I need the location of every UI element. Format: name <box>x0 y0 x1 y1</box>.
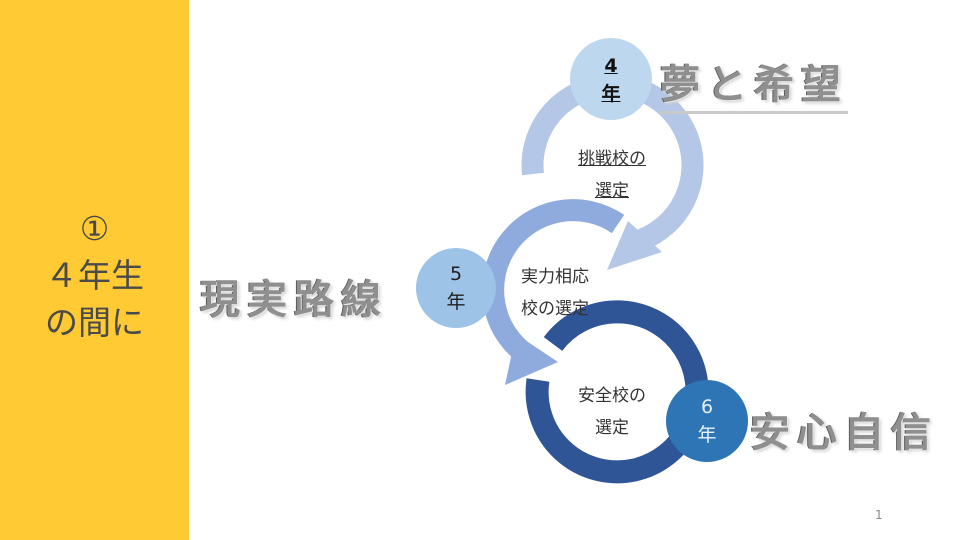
stage-6-label: 安全校の 選定 <box>552 380 672 444</box>
stage-4-grade-unit: 年 <box>601 83 621 105</box>
stage-4-label-line-1: 挑戦校の <box>578 149 646 169</box>
section-title-line-1: ４年生 <box>45 256 144 295</box>
stage-6-badge <box>666 380 748 462</box>
section-title: ① ４年生 の間に <box>0 205 189 346</box>
stage-6-grade-unit: 年 <box>697 424 717 446</box>
section-number: ① <box>79 209 110 248</box>
stage-4-motto: 夢と希望 <box>660 52 848 114</box>
stage-5-badge <box>416 248 496 328</box>
stage-4-label: 挑戦校の 選定 <box>552 143 672 207</box>
section-title-line-2: の間に <box>45 303 144 342</box>
stage-5-label-line-2: 校の選定 <box>521 299 589 319</box>
stage-6-badge-label: 6 年 <box>677 393 737 449</box>
stage-5-label-line-1: 実力相応 <box>521 267 589 287</box>
stage-5-arrowhead <box>505 334 558 385</box>
stage-5-ring <box>482 199 625 385</box>
stage-6-grade-number: 6 <box>700 396 714 418</box>
stage-5-grade-number: 5 <box>449 263 463 285</box>
sidebar-panel: ① ４年生 の間に <box>0 0 189 540</box>
stage-6-label-line-2: 選定 <box>595 418 629 438</box>
stage-5-motto: 現実路線 <box>200 276 388 323</box>
stage-6-label-line-1: 安全校の <box>578 386 646 406</box>
stage-4-grade-number: 4 <box>604 55 618 77</box>
stage-4-ring <box>521 74 704 270</box>
stage-4-arrowhead <box>607 221 662 270</box>
stage-5-grade-unit: 年 <box>446 291 466 313</box>
stage-5-label: 実力相応 校の選定 <box>495 261 615 325</box>
stage-4-badge <box>570 38 652 120</box>
stage-4-label-line-2: 選定 <box>595 181 629 201</box>
stage-4-badge-label: 4 年 <box>581 52 641 108</box>
stage-5-badge-label: 5 年 <box>426 260 486 316</box>
stage-6-motto: 安心自信 <box>750 409 938 456</box>
page-number: 1 <box>875 508 883 522</box>
